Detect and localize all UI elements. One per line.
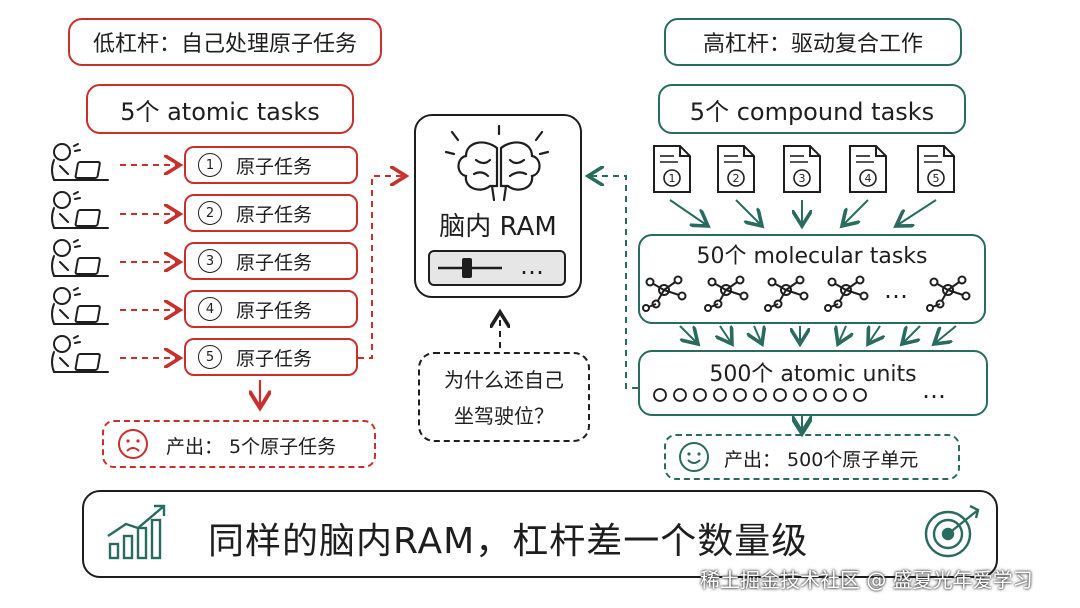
atomic-dots: … [922, 376, 946, 404]
task-number-2: 2 [198, 201, 222, 225]
growth-chart-icon [107, 504, 166, 560]
right-output-box [664, 434, 960, 480]
task-number-1: 1 [198, 153, 222, 177]
atomic-down-arrow [792, 416, 812, 438]
ram-label: 脑内 RAM [439, 211, 557, 242]
task-number-3: 3 [198, 249, 222, 273]
question-arrow [490, 302, 510, 348]
task-box-2: 2 原子任务 [184, 194, 358, 232]
question-line-2: 坐驾驶位？ [454, 404, 554, 428]
smile-face-icon [679, 442, 709, 472]
task-label-5: 原子任务 [236, 347, 313, 370]
question-box [418, 352, 590, 442]
task-label-2: 原子任务 [236, 203, 313, 226]
doc-icon-2: 2 [716, 144, 756, 194]
task-label-3: 原子任务 [236, 251, 313, 274]
right-title-box: 高杠杆：驱动复合工作 [664, 18, 962, 66]
left-title: 低杠杆：自己处理原子任务 [92, 32, 357, 57]
molecular-label: 50个 molecular tasks [696, 244, 928, 269]
atomic-circles [653, 388, 867, 402]
brain-icon [444, 124, 550, 202]
right-output: 产出： 500个原子单元 [724, 449, 919, 471]
molecular-arrows [679, 322, 957, 352]
question-line-1: 为什么还自己 [444, 368, 564, 392]
watermark: 稀土掘金技术社区 @ 盛夏光年爱学习 [700, 568, 1033, 592]
doc-number-2: 2 [732, 171, 740, 185]
task-box-1: 1 原子任务 [184, 146, 358, 184]
left-header-box: 5个 atomic tasks [86, 84, 354, 134]
molecule-icons [642, 275, 971, 312]
task-label-4: 原子任务 [236, 299, 313, 322]
right-title: 高杠杆：驱动复合工作 [702, 32, 923, 57]
task-box-3: 3 原子任务 [184, 242, 358, 280]
atomic-label: 500个 atomic units [709, 362, 917, 387]
left-connectors [250, 168, 370, 428]
doc-icon-1: 1 [652, 144, 692, 194]
doc-icon-3: 3 [782, 144, 822, 194]
left-output-box [102, 420, 376, 468]
task-number-4: 4 [198, 297, 222, 321]
bottom-banner [82, 490, 998, 578]
ram-slider-dots: … [520, 252, 544, 280]
doc-number-1: 1 [668, 171, 676, 185]
left-header: 5个 atomic tasks [120, 97, 320, 126]
task-box-5: 5 原子任务 [184, 338, 358, 376]
slider-icon [438, 258, 502, 278]
sad-face-icon [118, 429, 148, 459]
left-output: 产出： 5个原子任务 [166, 436, 337, 458]
molecular-dots: … [884, 276, 908, 304]
right-connectors [580, 160, 680, 460]
left-task-arrows [120, 150, 198, 390]
target-icon [924, 504, 980, 558]
doc-number-5: 5 [932, 171, 940, 185]
atomic-box [638, 350, 988, 416]
person-icons [51, 143, 109, 373]
doc-icon-4: 4 [848, 144, 888, 194]
task-label-1: 原子任务 [236, 155, 313, 178]
right-header-box: 5个 compound tasks [658, 84, 966, 134]
banner-text: 同样的脑内RAM，杠杆差一个数量级 [208, 521, 809, 562]
doc-arrows [669, 199, 937, 236]
right-header: 5个 compound tasks [689, 97, 935, 126]
doc-number-4: 4 [864, 171, 872, 185]
doc-number-3: 3 [798, 171, 806, 185]
doc-icon-5: 5 [916, 144, 956, 194]
left-title-box: 低杠杆：自己处理原子任务 [68, 18, 382, 66]
task-box-4: 4 原子任务 [184, 290, 358, 328]
task-number-5: 5 [198, 345, 222, 369]
